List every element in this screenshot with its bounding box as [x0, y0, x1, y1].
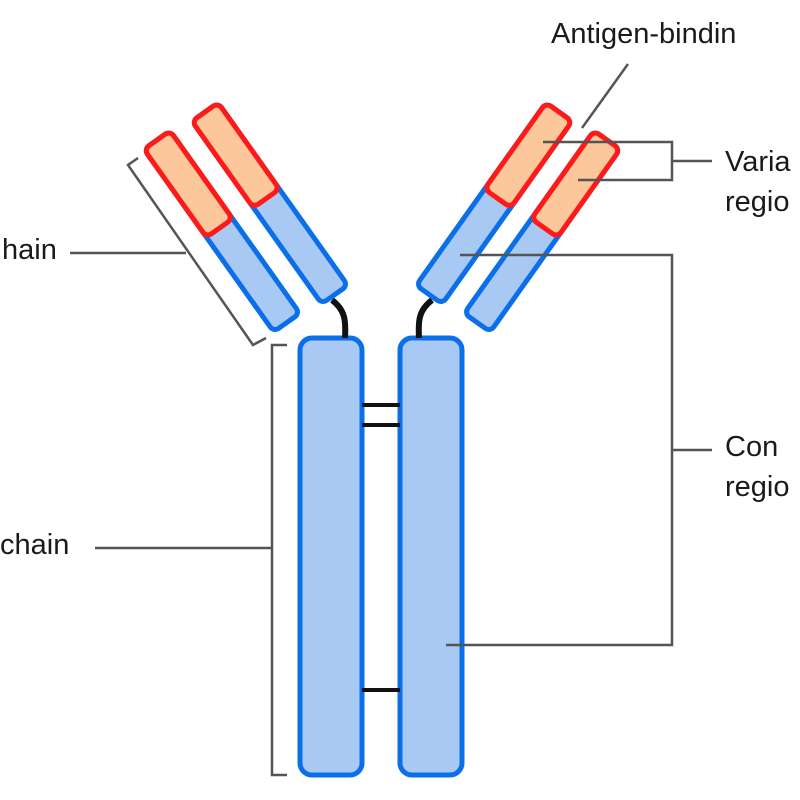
right-hinge: [415, 297, 434, 339]
variable-region-label-line2: regio: [725, 186, 790, 218]
right-light-chain: [464, 130, 621, 332]
heavy-chain-bracket: [270, 343, 287, 777]
disulfide-bonds: [362, 403, 400, 692]
light-chain-label: hain: [2, 234, 57, 266]
constant-region-label-line2: regio: [725, 471, 790, 503]
variable-region-bracket: [543, 140, 712, 182]
right-heavy-chain-stem: [397, 335, 465, 778]
left-hinge: [330, 297, 349, 339]
antigen-binding-leader: [580, 63, 630, 129]
variable-region-label-line1: Varia: [725, 146, 791, 178]
left-heavy-chain-stem: [297, 335, 365, 778]
left-arm-heavy-chain: [191, 102, 348, 304]
constant-region-label-line1: Con: [725, 431, 779, 463]
constant-region-bracket: [446, 253, 712, 647]
light-chain-bracket: [126, 156, 267, 347]
right-arm-heavy-chain: [416, 102, 573, 304]
left-light-chain: [143, 130, 300, 332]
antigen-binding-label: Antigen-bindin: [551, 18, 737, 50]
heavy-chain-label: chain: [0, 529, 70, 561]
